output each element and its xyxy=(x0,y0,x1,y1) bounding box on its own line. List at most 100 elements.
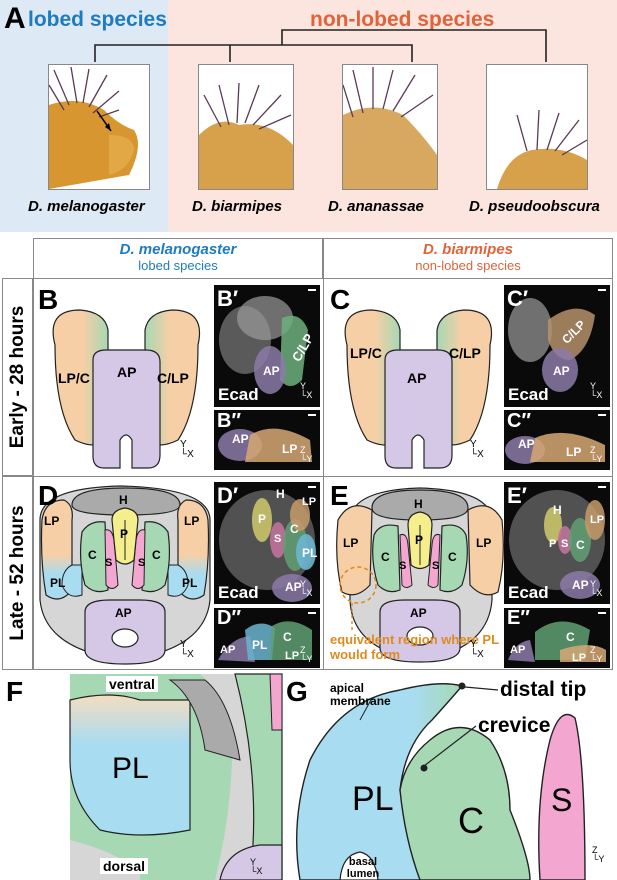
panel-c-label-lp-c: LP/C xyxy=(350,345,382,361)
micrograph-c1 xyxy=(504,285,610,407)
panel-e-label-c-left: C xyxy=(381,550,390,564)
col-header-nonlobed: D. biarmipes non-lobed species xyxy=(323,238,613,278)
panel-c-label-ap: AP xyxy=(407,370,427,386)
panel-e-label-lp-left: LP xyxy=(343,536,359,550)
axis-icon-e: Y└X xyxy=(470,639,484,660)
axis-icon-b2: Z└Y xyxy=(300,445,313,464)
specimen-photo-melanogaster xyxy=(48,64,150,190)
panel-g-c: C xyxy=(458,800,484,841)
panel-c1-label-ap: AP xyxy=(553,364,570,378)
axis-c2-z: Z xyxy=(590,445,596,455)
specimen-photo-ananassae xyxy=(342,64,438,190)
axis-g-y: Y xyxy=(598,854,605,864)
panel-d-label-lp-left: LP xyxy=(44,514,60,528)
axis-c1-x: X xyxy=(596,390,603,400)
row-header-early: Early - 28 hours xyxy=(2,278,33,476)
axis-e-x: X xyxy=(477,649,484,660)
panel-b2-label-lp: LP xyxy=(282,442,298,456)
panel-f-diagram xyxy=(69,673,283,880)
axis-e1-x: X xyxy=(596,588,603,598)
col-header-lobed: D. melanogaster lobed species xyxy=(33,238,323,278)
panel-d2-label-pl: PL xyxy=(252,638,268,652)
panel-e-label-lp-right: LP xyxy=(476,536,492,550)
panel-c2-letter: C′′ xyxy=(507,410,532,432)
micrograph-e2 xyxy=(504,608,610,668)
micrograph-b1 xyxy=(214,285,320,407)
panel-b2-label-ap: AP xyxy=(232,432,249,446)
panel-e-label-c-right: C xyxy=(448,550,457,564)
axis-b2-z: Z xyxy=(300,445,306,455)
axis-icon-d2: Z└Y xyxy=(300,645,313,664)
panel-d1-stain: Ecad xyxy=(218,583,259,602)
panel-d1-letter: D′ xyxy=(217,483,239,508)
panel-b-letter: B xyxy=(38,284,59,315)
panel-d-label-h: H xyxy=(119,493,128,507)
panel-e1-label-lp: LP xyxy=(590,514,605,526)
panel-c1-stain: Ecad xyxy=(508,385,549,404)
panel-e-note: equivalent region where PL would form xyxy=(330,632,499,662)
species-name-pseudoobscura: D. pseudoobscura xyxy=(469,198,600,215)
panel-f-letter: F xyxy=(6,676,24,707)
axis-icon-c1: Y└X xyxy=(590,381,603,400)
panel-e-label-h: H xyxy=(414,497,423,511)
panel-e1-letter: E′ xyxy=(507,483,527,508)
micrograph-c2 xyxy=(504,410,610,470)
panel-c2-label-ap: AP xyxy=(518,437,535,451)
panel-g-distal: distal tip xyxy=(500,678,587,701)
panel-a-letter: A xyxy=(4,2,26,35)
axis-b-x: X xyxy=(187,449,194,460)
panel-b2-letter: B′′ xyxy=(217,410,242,432)
panel-g-s: S xyxy=(551,782,573,818)
panel-e-label-s-left: S xyxy=(399,560,407,572)
panel-g-pl: PL xyxy=(352,780,394,818)
axis-b2-y: Y xyxy=(306,454,313,464)
axis-c-x: X xyxy=(477,449,484,460)
panel-g-diagram xyxy=(295,682,586,880)
panel-d2-label-c: C xyxy=(283,630,292,644)
panel-d1-label-c: C xyxy=(290,522,299,536)
axis-icon-b: Y└X xyxy=(180,439,194,460)
micrograph-b2 xyxy=(214,410,320,470)
species-name-melanogaster: D. melanogaster xyxy=(28,198,145,215)
panel-f-pl: PL xyxy=(112,752,149,785)
panel-b1-stain: Ecad xyxy=(218,385,259,404)
panel-b-label-ap: AP xyxy=(117,364,137,380)
panel-e-schematic xyxy=(336,487,504,663)
axis-d1-x: X xyxy=(306,588,313,598)
axis-icon-f: Y└X xyxy=(250,857,263,876)
axis-icon-d1: Y└X xyxy=(300,579,313,598)
panel-e1-label-s: S xyxy=(561,538,569,550)
axis-e1-y: Y xyxy=(590,579,597,589)
axis-d2-z: Z xyxy=(300,645,306,655)
row-header-late: Late - 52 hours xyxy=(2,476,33,670)
axis-g-z: Z xyxy=(592,845,598,855)
axis-icon-c2: Z└Y xyxy=(590,445,603,464)
panel-d-schematic xyxy=(39,485,211,665)
panel-e2-label-lp: LP xyxy=(572,652,587,664)
axis-b-y: Y xyxy=(180,439,187,450)
panel-b1-letter: B′ xyxy=(217,286,239,311)
grid-divider-h xyxy=(33,476,613,477)
nonlobed-species-label: non-lobed species xyxy=(310,8,495,31)
axis-e2-y: Y xyxy=(596,654,603,664)
panel-e1-label-h: H xyxy=(553,503,562,517)
panel-d2-letter: D′′ xyxy=(217,607,242,629)
axis-e-y: Y xyxy=(470,639,477,650)
axis-icon-c: Y└X xyxy=(470,439,484,460)
panel-d2-label-lp: LP xyxy=(285,650,300,662)
panel-d-label-lp-right: LP xyxy=(184,514,200,528)
col-header-lobed-title: D. melanogaster xyxy=(119,241,237,258)
species-name-biarmipes: D. biarmipes xyxy=(192,198,283,215)
panel-g-basal: basal lumen xyxy=(346,856,380,880)
panel-d-label-c-left: C xyxy=(88,548,97,562)
axis-icon-b1: Y└X xyxy=(300,381,313,400)
axis-c-y: Y xyxy=(470,439,477,450)
axis-d-x: X xyxy=(187,649,194,660)
axis-b1-y: Y xyxy=(300,381,307,391)
grid-divider-v xyxy=(323,278,324,670)
axis-d1-y: Y xyxy=(300,579,307,589)
axis-icon-e2: Z└Y xyxy=(590,645,603,664)
panel-c1-letter: C′ xyxy=(507,286,529,311)
micrograph-d1 xyxy=(214,482,320,604)
